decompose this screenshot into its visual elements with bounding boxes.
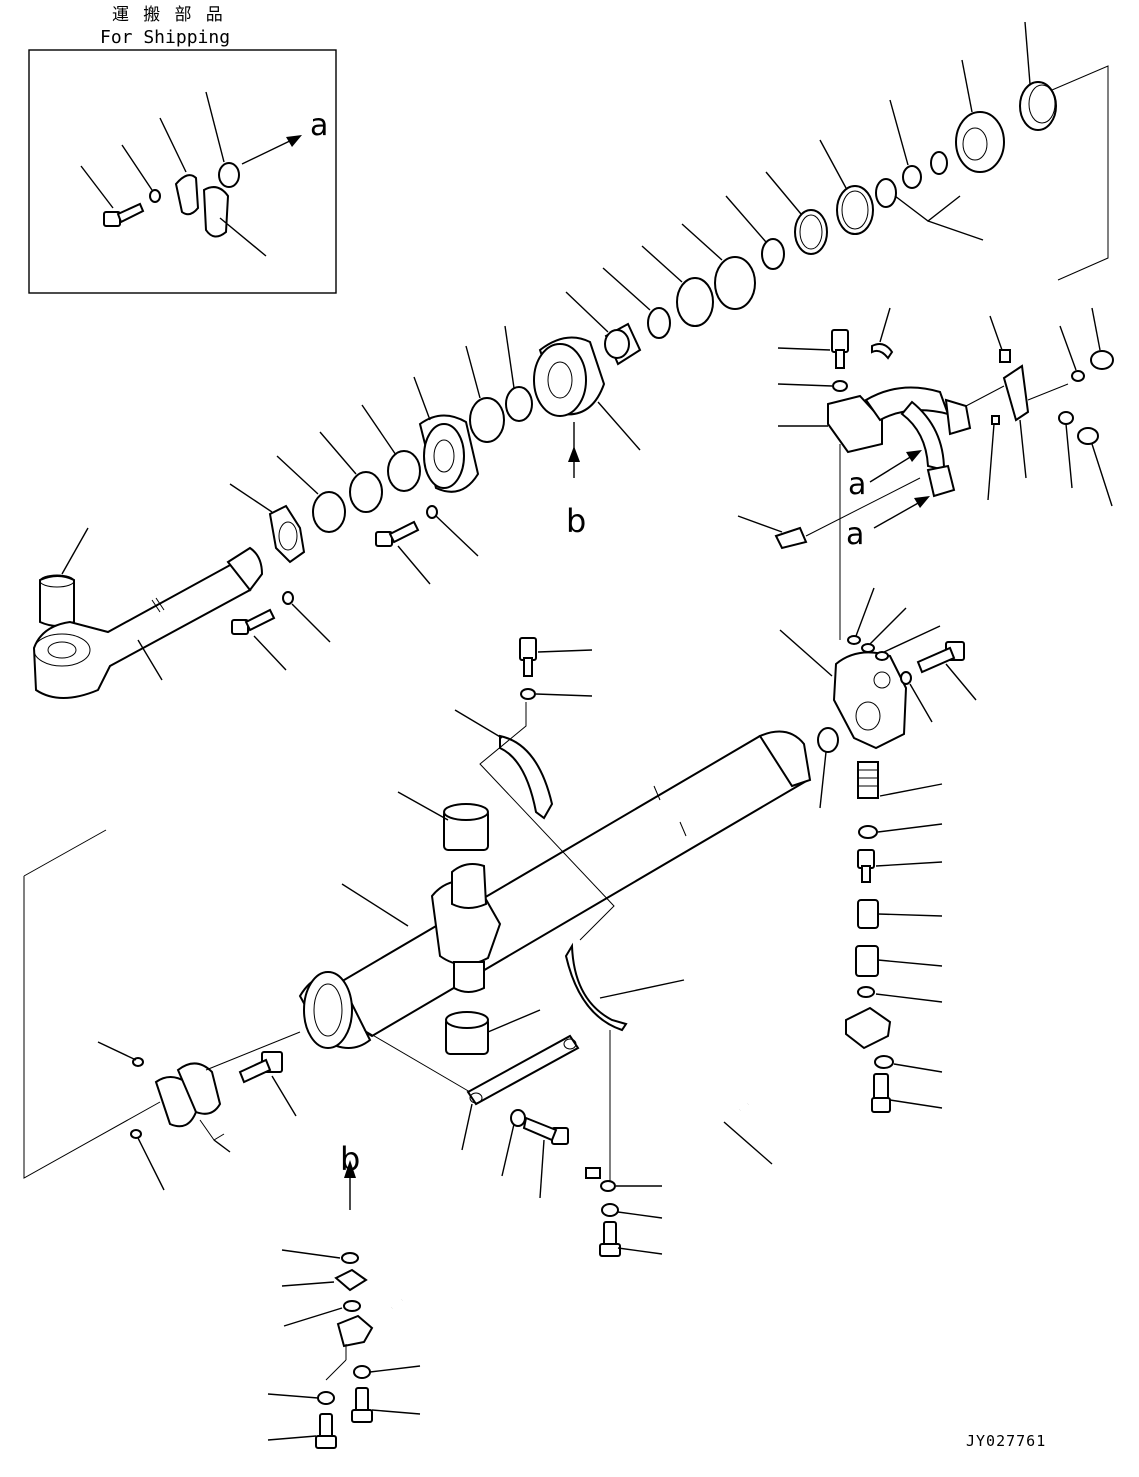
flange-bolt-1: [375, 505, 479, 585]
backup-ring-2: [725, 195, 785, 270]
cylinder-tube: [298, 730, 812, 1055]
clamp-upper: [454, 637, 615, 941]
piston-ring: [819, 139, 874, 235]
o-ring-small-1: [889, 99, 948, 189]
drawing-number: JY027761: [966, 1432, 1046, 1450]
inset-plug-ring: [205, 91, 240, 188]
rod-seal-group: [276, 404, 421, 533]
inset-arrow: a: [241, 108, 328, 165]
shipping-inset: 運 搬 部 品 For Shipping a: [28, 5, 337, 294]
inset-title-japanese: 運 搬 部 品: [112, 5, 225, 25]
retainer-flange: [413, 376, 480, 493]
safety-valve-body: [779, 587, 977, 809]
view-label-a1: a: [848, 467, 866, 502]
frame-leader-right: [1051, 65, 1109, 281]
inset-washer: [121, 144, 161, 203]
valve-internal-parts: [855, 761, 943, 1003]
valve-block-assembly: a a: [737, 307, 1114, 640]
head-seal-group: [465, 325, 533, 443]
dust-plate: [229, 483, 331, 671]
wear-ring-2: [765, 171, 828, 255]
backup-ring-3: [602, 267, 671, 339]
frame-leader-left: [23, 876, 161, 1179]
clamp-lower: [564, 942, 685, 1032]
piston-seal-set: [565, 21, 1057, 366]
piston: [955, 59, 1005, 173]
inset-arrow-label: a: [310, 108, 328, 143]
bottom-split-flange: [97, 1031, 301, 1191]
view-label-b-bottom: b: [340, 1140, 360, 1178]
frame-leader-left-top: [23, 829, 107, 877]
pipe-left: [336, 1030, 663, 1348]
lower-fitting-parts: b: [267, 1140, 421, 1449]
inset-bolt: [80, 165, 145, 227]
inset-frame: [28, 49, 337, 294]
inset-title-english: For Shipping: [100, 27, 230, 48]
view-label-a2: a: [846, 517, 864, 552]
bushing-rod: [565, 291, 642, 366]
o-ring-large: [681, 223, 756, 310]
wear-ring-large: [1019, 21, 1057, 131]
o-ring-medium: [641, 245, 714, 327]
cylinder-head: b: [533, 336, 641, 540]
inset-split-flange: [159, 117, 267, 257]
backup-ring-1: [875, 178, 984, 241]
support-bar: [363, 1029, 580, 1199]
pipe-right: [611, 1006, 943, 1184]
view-label-b-top: b: [566, 502, 586, 540]
piston-rod: [32, 527, 264, 699]
